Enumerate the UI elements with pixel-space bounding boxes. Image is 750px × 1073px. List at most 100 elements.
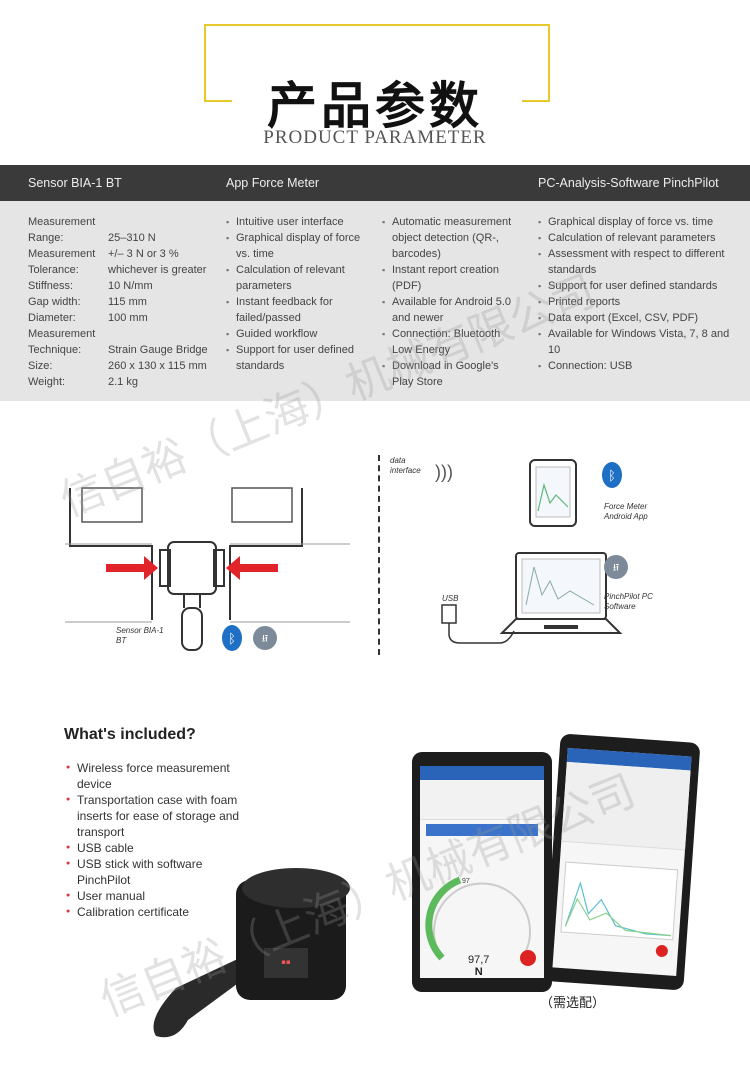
spec-key: Weight: [28,376,66,388]
feature-item: User manual [66,888,246,904]
feature-item: Graphical display of force vs. time [538,214,733,230]
app-features-1: Intuitive user interfaceGraphical displa… [226,214,366,374]
spec-row: Stiffness: 10 N/mm [28,278,218,294]
column-app: App Force Meter [226,176,320,190]
spec-key: Tolerance: [28,264,79,276]
feature-item: Calculation of relevant parameters [226,262,366,294]
sensor-diagram: ᛒ ⭿ [65,487,350,651]
gauge-mark: 97 [462,878,470,885]
svg-text:ᛒ: ᛒ [228,632,236,647]
record-button [520,950,536,966]
handle [153,956,256,1038]
data-interface-label: data interface [390,456,421,475]
tablet-right [543,733,701,991]
spec-key: Measurement [28,216,96,228]
spec-value: Strain Gauge Bridge [108,344,208,356]
spec-row: Gap width:115 mm [28,294,218,310]
tablet-small-icon [529,459,577,527]
gauge [425,876,536,966]
feature-item: Calculation of relevant parameters [538,230,733,246]
spec-value: 2.1 kg [108,376,138,388]
feature-item: Available for Windows Vista, 7, 8 and 10 [538,326,733,358]
gauge-value: 97,7 N [468,954,490,978]
spec-key: Technique: [28,344,82,356]
optional-caption: （需选配） [540,996,606,1011]
app-label: Force Meter Android App [604,502,648,521]
divider-line [378,455,380,655]
app-button [426,824,538,836]
feature-item: Wireless force measurement device [66,760,246,792]
spec-value: +/– 3 N or 3 % [108,248,179,260]
usb-icon-2: ⭿ [604,555,628,579]
svg-text:⭿: ⭿ [262,634,268,645]
feature-item: Instant report creation (PDF) [382,262,522,294]
feature-item: Connection: USB [538,358,733,374]
usb-icon: ⭿ [253,626,277,650]
usb-label: USB [442,594,459,603]
spec-row: Measurement+/– 3 N or 3 % [28,246,218,262]
feature-item: Download in Google's Play Store [382,358,522,390]
spec-row: Measurement [28,326,218,342]
pc-features: Graphical display of force vs. timeCalcu… [538,214,733,374]
page-subtitle: PRODUCT PARAMETER [263,127,487,148]
app-details [561,761,691,851]
tablet-left: 97 97,7 N [412,752,552,992]
devices-diagram: ᛒ ⭿ [441,459,628,644]
usb-cable [441,604,515,644]
force-graph [560,861,679,957]
included-list: Wireless force measurement deviceTranspo… [66,760,246,920]
spec-row: Measurement [28,214,218,230]
bluetooth-icon-2: ᛒ [602,462,622,488]
sensor-label: Sensor BIA-1 BT [116,626,164,645]
spec-key: Range: [28,232,64,244]
feature-item: Support for user defined standards [538,278,733,294]
pc-label: PinchPilot PC Software [604,592,653,611]
right-jaw [229,488,303,620]
feature-item: Data export (Excel, CSV, PDF) [538,310,733,326]
wireless-icon: ))) [435,462,453,482]
feature-item: Transportation case with foam inserts fo… [66,792,246,840]
feature-item: USB cable [66,840,246,856]
spec-key: Size: [28,360,53,372]
spec-row: Diameter:100 mm [28,310,218,326]
feature-item: Support for user defined standards [226,342,366,374]
left-jaw [69,488,153,620]
device-photo: ▪▪ [153,868,350,1038]
spec-value: 260 x 130 x 115 mm [108,360,207,372]
svg-text:ᛒ: ᛒ [608,469,616,484]
spec-value: whichever is greater [108,264,207,276]
feature-item: Graphical display of force vs. time [226,230,366,262]
app-features-2: Automatic measurement object detection (… [382,214,522,390]
spec-row: Weight: 2.1 kg [28,374,218,390]
feature-item: Guided workflow [226,326,366,342]
app-toolbar [420,766,544,780]
sensor-handle [181,607,203,651]
spec-key: Diameter: [28,312,76,324]
feature-item: Calibration certificate [66,904,246,920]
spec-key: Stiffness: [28,280,74,292]
spec-value: 25–310 N [108,232,156,244]
spec-value: 10 N/mm [108,280,153,292]
column-pc: PC-Analysis-Software PinchPilot [538,176,719,190]
brand-logo-mark: ▪▪ [281,958,291,966]
spec-row: Technique: Strain Gauge Bridge [28,342,218,358]
spec-row: Range: 25–310 N [28,230,218,246]
sensor-body [236,880,346,1000]
page-title: 产品参数 [267,76,483,135]
column-sensor: Sensor BIA-1 BT [28,176,122,190]
feature-item: Automatic measurement object detection (… [382,214,522,262]
feature-item: Connection: Bluetooth Low Energy [382,326,522,358]
column-header-bar: Sensor BIA-1 BT App Force Meter PC-Analy… [0,165,750,201]
spec-value: 115 mm [108,296,147,308]
title-frame-gap [232,60,522,130]
feature-item: Printed reports [538,294,733,310]
feature-item: USB stick with software PinchPilot [66,856,246,888]
included-title: What's included? [64,726,196,743]
app-list [420,780,544,820]
spec-row: Tolerance: whichever is greater [28,262,218,278]
feature-item: Intuitive user interface [226,214,366,230]
svg-text:⭿: ⭿ [613,563,619,574]
spec-row: Size: 260 x 130 x 115 mm [28,358,218,374]
